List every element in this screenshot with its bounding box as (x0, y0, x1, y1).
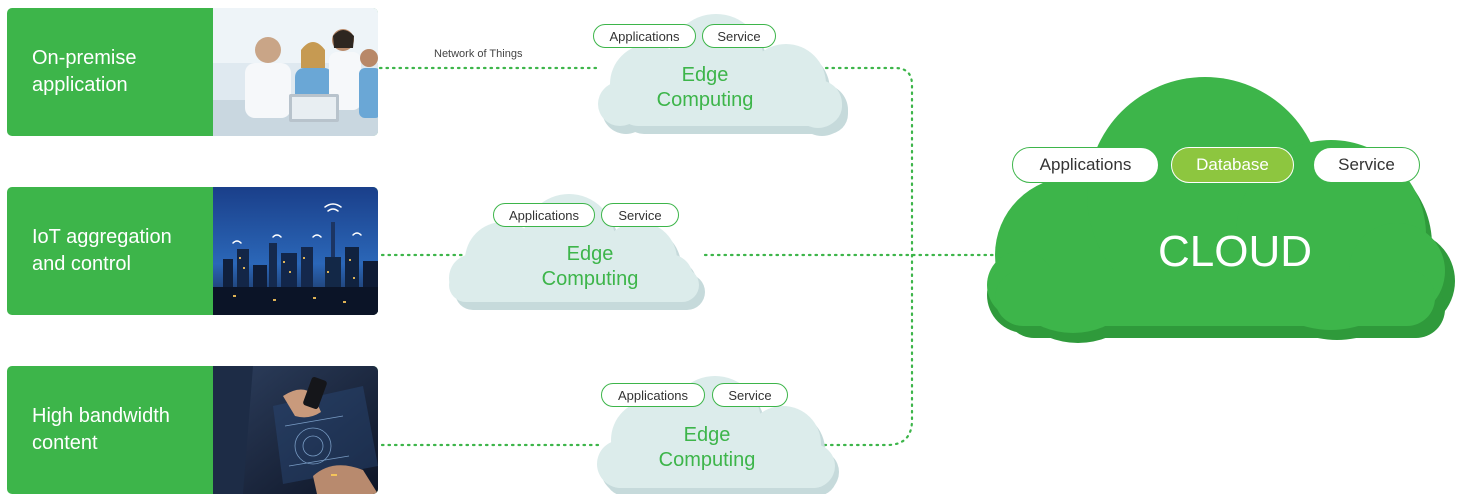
cloud-title: CLOUD (1157, 227, 1313, 276)
doctors-with-laptop-photo (213, 8, 378, 136)
edge-applications-pill: Applications (493, 203, 595, 227)
cloud-database-pill: Database (1171, 147, 1294, 183)
edge-service-pill: Service (712, 383, 788, 407)
edge-applications-pill: Applications (601, 383, 705, 407)
edge-service-pill: Service (702, 24, 776, 48)
edge-cloud-shape (598, 14, 848, 136)
city-skyline-photo (213, 187, 378, 315)
network-of-things-label: Network of Things (434, 48, 523, 60)
edge-cloud-shape (449, 194, 705, 310)
hand-holding-phone-photo (213, 366, 378, 494)
cloud-service-pill: Service (1313, 147, 1420, 183)
cloud-node: Applications Database Service CLOUD (985, 77, 1455, 345)
cloud-applications-pill: Applications (1012, 147, 1159, 183)
edge-applications-pill: Applications (593, 24, 696, 48)
edge-service-pill: Service (601, 203, 679, 227)
main-cloud-shape (987, 77, 1455, 343)
connector-edge1-trunk (798, 66, 914, 447)
